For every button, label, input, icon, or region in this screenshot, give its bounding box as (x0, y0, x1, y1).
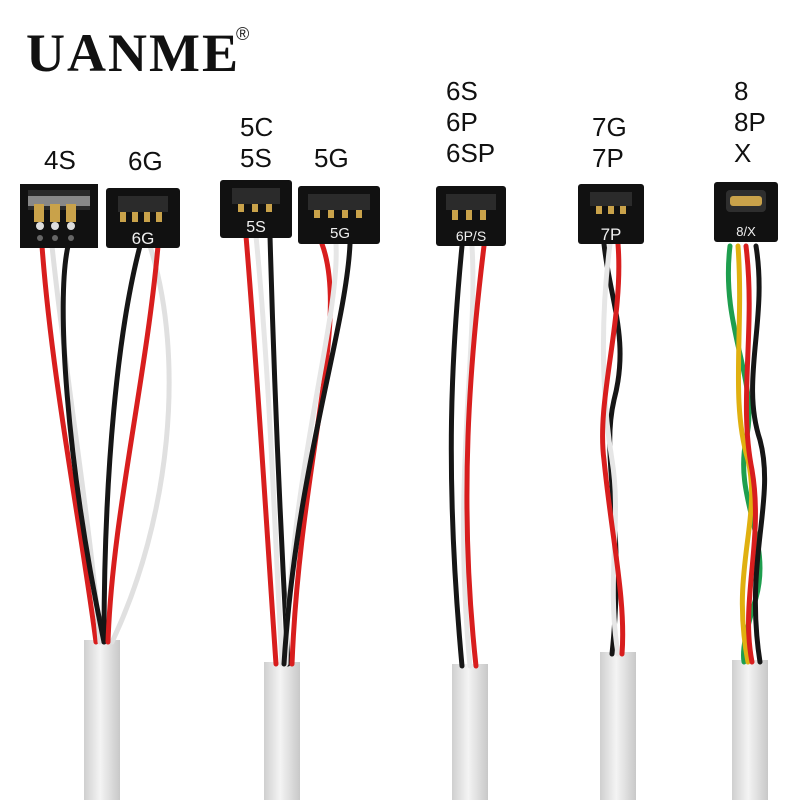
label-6g: 6G (128, 146, 163, 177)
connector-board-4s (20, 184, 98, 248)
label-line: 4S (44, 145, 76, 175)
connector-board-5s: 5S (220, 180, 292, 238)
wire-white (109, 243, 172, 645)
connector-board-6g: 6G (106, 188, 180, 248)
wire-white (253, 233, 285, 667)
connector-board-6ps: 6P/S (436, 186, 506, 246)
wire-red (600, 241, 626, 657)
board-marking: 6P/S (456, 228, 486, 244)
label-5c-5s: 5C 5S (240, 112, 273, 174)
label-7g-7p: 7G 7P (592, 112, 627, 174)
connector-board-7p: 7P (578, 184, 644, 244)
label-line: 8P (734, 107, 766, 137)
wire-black (60, 243, 107, 645)
label-line: 5S (240, 143, 272, 173)
label-4s: 4S (44, 145, 76, 176)
wire-red (105, 243, 161, 645)
connector-board-8x: 8/X (714, 182, 778, 242)
wire-red (243, 233, 279, 667)
board-marking: 8/X (736, 224, 756, 239)
wire-white (600, 241, 621, 657)
cable-sheath-5s (264, 662, 300, 800)
cable-sheath-8x (732, 660, 768, 800)
registered-mark: ® (236, 24, 250, 44)
wire-black (448, 243, 465, 669)
wire-red (464, 243, 487, 669)
label-5g: 5G (314, 143, 349, 174)
wire-black (267, 233, 291, 667)
label-line: 6G (128, 146, 163, 176)
brand-logo: UANME (26, 23, 240, 83)
label-line: X (734, 138, 752, 168)
connector-board-5g: 5G (298, 186, 380, 244)
cable-sheath-7p (600, 652, 636, 800)
board-marking: 5G (330, 225, 350, 242)
wire-red (743, 243, 758, 665)
label-line: 7G (592, 112, 627, 142)
label-line: 6S (446, 76, 478, 106)
label-line: 6SP (446, 138, 496, 168)
wire-red (39, 243, 99, 645)
board-marking: 6G (132, 229, 155, 248)
label-line: 5C (240, 112, 274, 142)
cable-sheath-left (84, 640, 120, 800)
label-line: 6P (446, 107, 478, 137)
board-marking: 7P (601, 225, 622, 244)
wire-black (750, 243, 768, 665)
label-8-8p-x: 8 8P X (734, 76, 766, 169)
wire-black (281, 241, 353, 667)
cable-sheath-6ps (452, 664, 488, 800)
label-line: 5G (314, 143, 349, 173)
label-line: 7P (592, 143, 624, 173)
label-6s-6p-6sp: 6S 6P 6SP (446, 76, 495, 169)
label-line: 8 (734, 76, 749, 106)
wire-black (101, 243, 143, 645)
board-marking: 5S (246, 219, 266, 236)
